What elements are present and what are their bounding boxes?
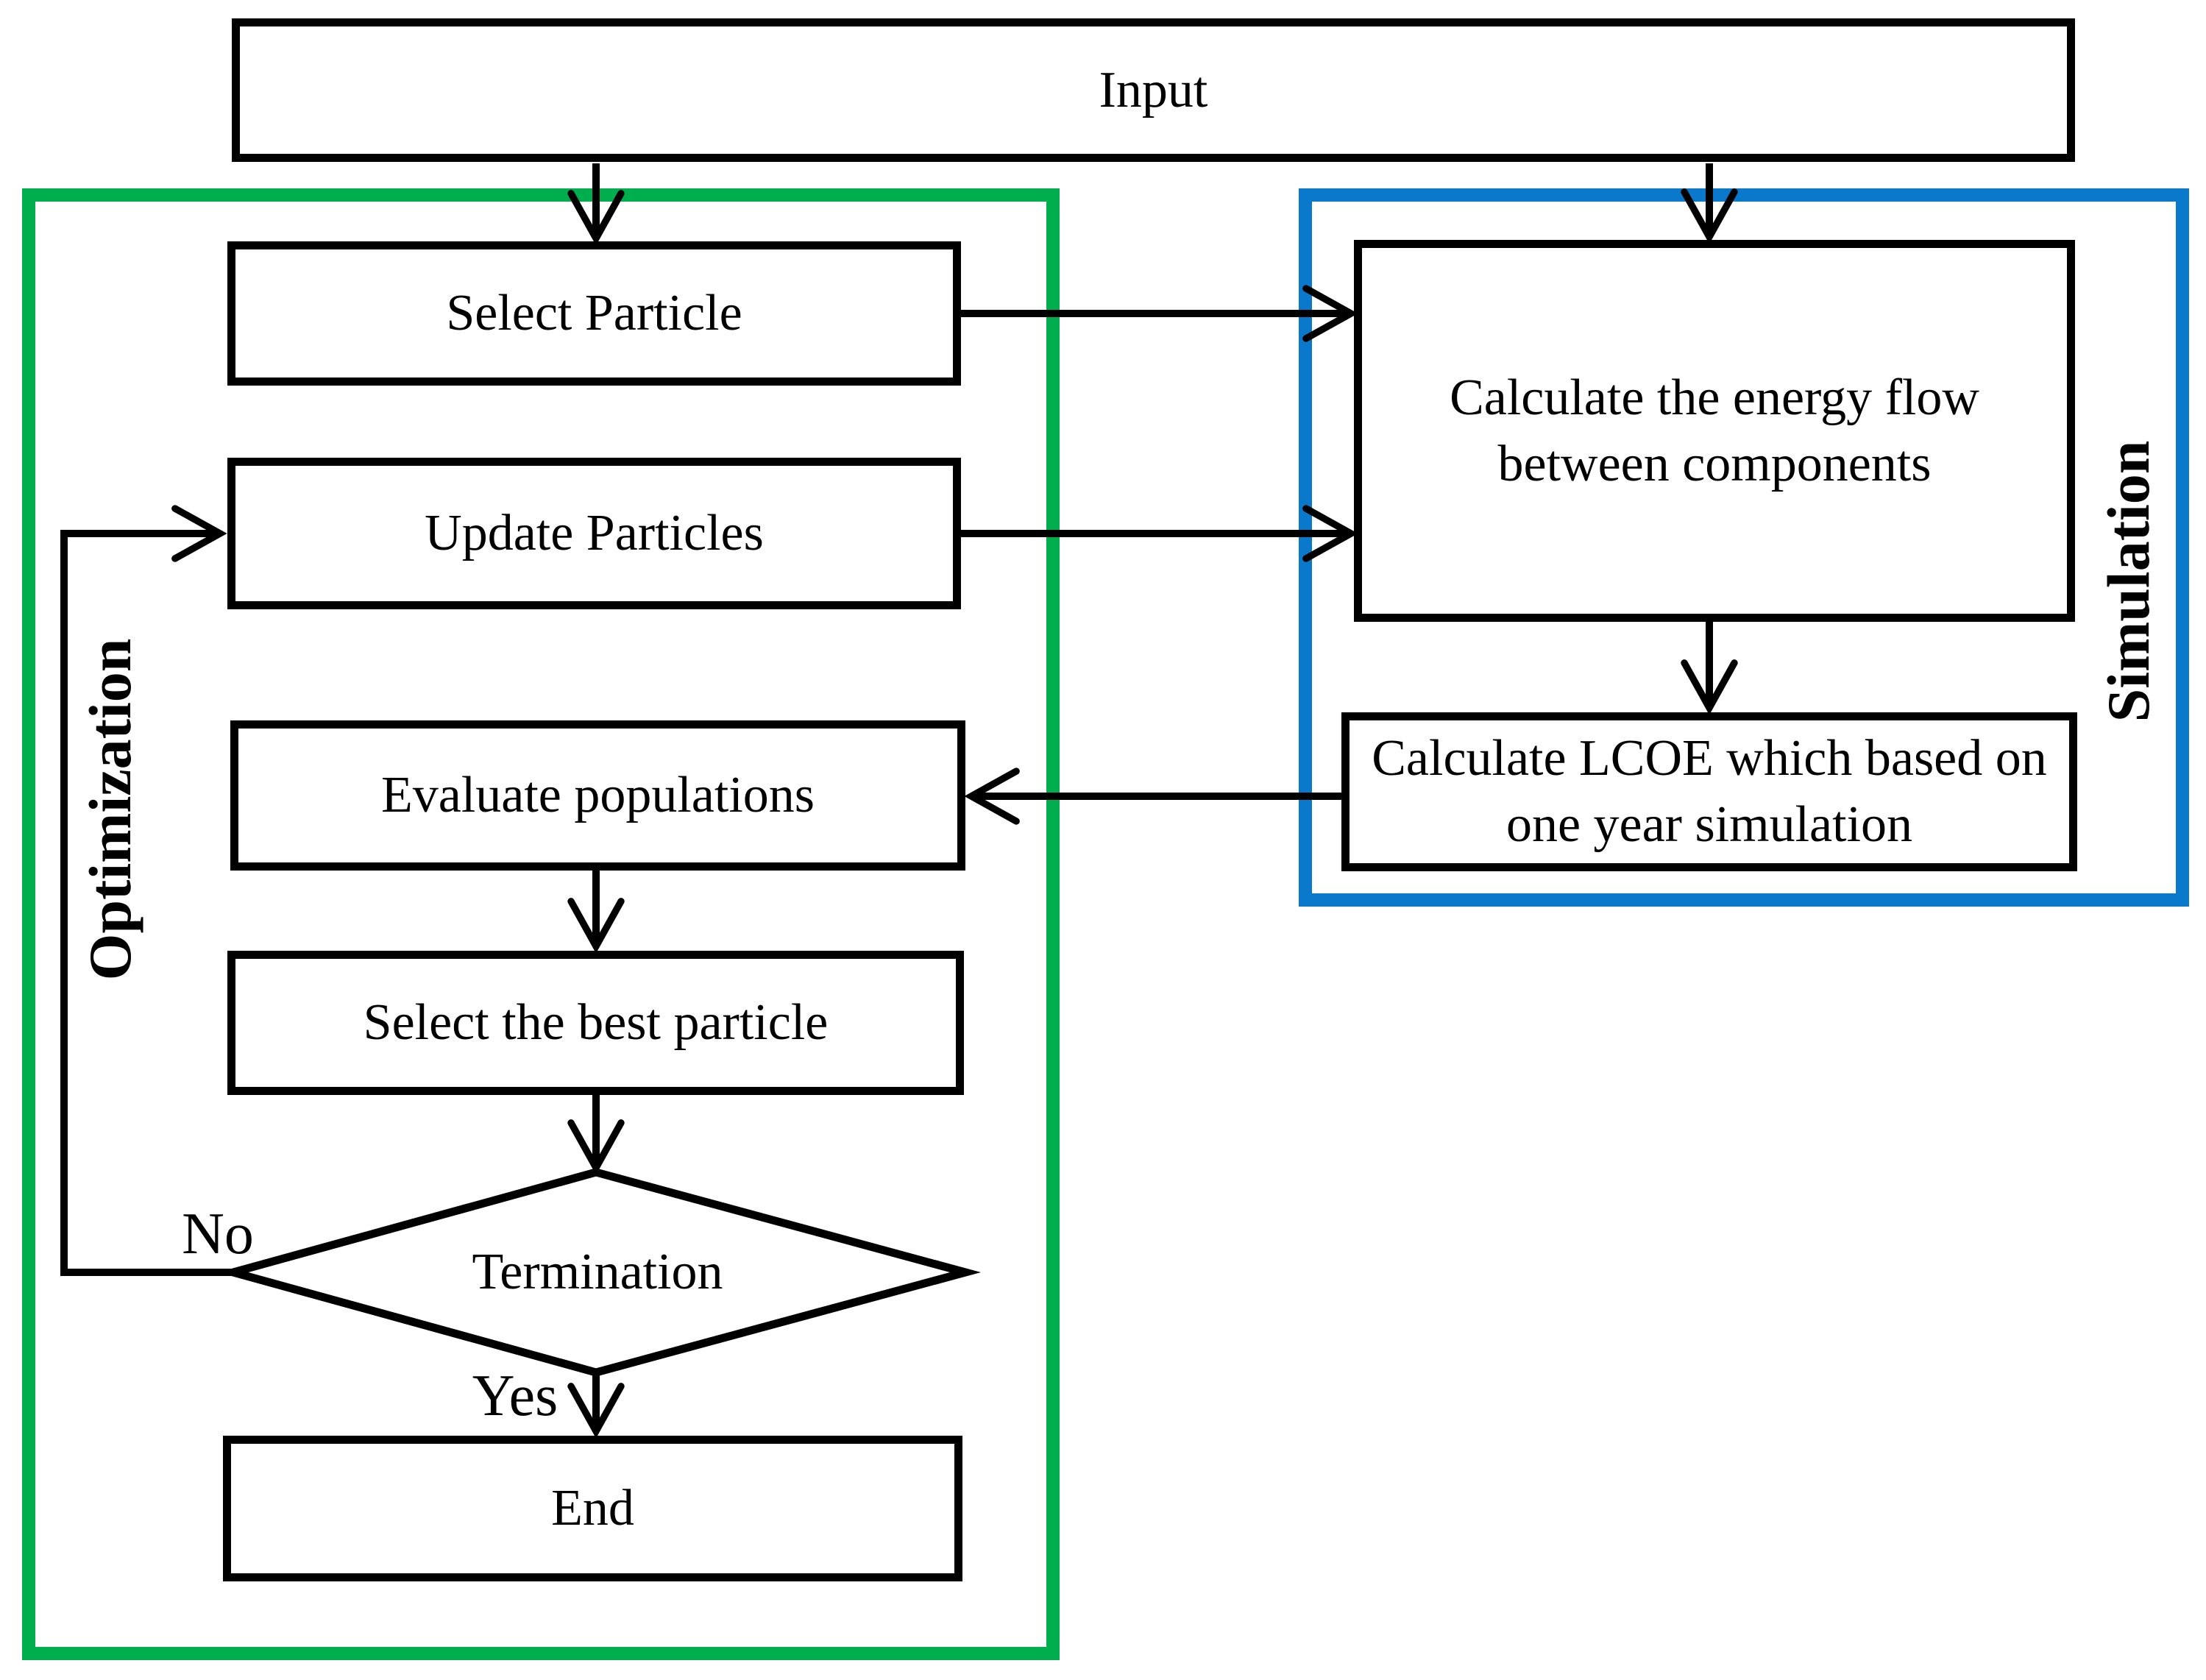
- termination-label: Termination: [472, 1244, 723, 1300]
- node-select-particle: Select Particle: [227, 241, 961, 386]
- node-calculate-lcoe-label: Calculate LCOE which based on one year s…: [1372, 730, 2047, 853]
- node-update-particles: Update Particles: [227, 458, 961, 609]
- node-input-label: Input: [1099, 61, 1208, 118]
- branch-yes-label: Yes: [472, 1363, 558, 1428]
- node-evaluate-populations-label: Evaluate populations: [380, 767, 815, 824]
- node-input: Input: [232, 18, 2075, 162]
- node-update-particles-label: Update Particles: [425, 505, 764, 562]
- termination-diamond: [218, 1168, 982, 1377]
- node-end: End: [223, 1436, 962, 1581]
- node-end-label: End: [551, 1480, 634, 1537]
- node-select-particle-label: Select Particle: [446, 285, 742, 342]
- node-calculate-energy-flow-label: Calculate the energy flow between compon…: [1450, 369, 1979, 492]
- edge-termination-no-to-update-particles: [60, 505, 233, 1276]
- simulation-group-label: Simulation: [2095, 440, 2162, 723]
- node-evaluate-populations: Evaluate populations: [230, 720, 965, 871]
- node-calculate-energy-flow: Calculate the energy flow between compon…: [1354, 240, 2075, 622]
- node-select-best-particle-label: Select the best particle: [363, 994, 829, 1052]
- branch-no-label: No: [182, 1201, 254, 1266]
- node-calculate-lcoe: Calculate LCOE which based on one year s…: [1341, 712, 2077, 871]
- optimization-group-label: Optimization: [77, 638, 143, 981]
- node-select-best-particle: Select the best particle: [227, 951, 964, 1095]
- optimization-group-border: [22, 188, 1060, 1660]
